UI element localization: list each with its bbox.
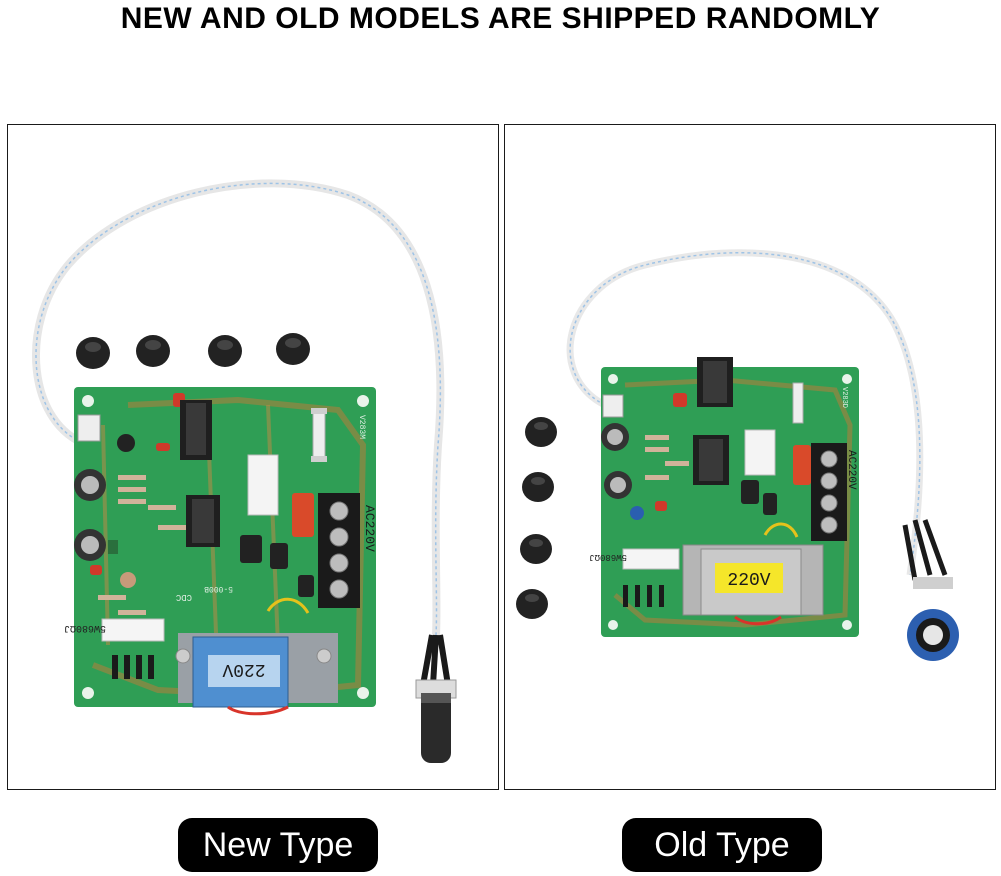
board-code-b-new: CDC [175, 592, 192, 602]
board-code-new: 5-000B [204, 584, 233, 593]
resistor-label-new: 5W680ΩJ [64, 622, 106, 633]
old-type-board-illustration: AC220V V283D 5W680ΩJ 220V [516, 249, 959, 661]
cable-old [566, 249, 924, 576]
resistor-label-old: 5W680ΩJ [589, 552, 627, 562]
old-type-caption: Old Type [622, 818, 822, 872]
potentiometer-old [902, 519, 959, 661]
panel-new-type: AC220V V283M CDC 5-000B 5W680ΩJ 220V [7, 124, 499, 790]
transformer-label-old: 220V [727, 571, 770, 591]
rubber-feet-new [76, 333, 310, 369]
panel-old-type: AC220V V283D 5W680ΩJ 220V [504, 124, 996, 790]
rubber-feet-old [516, 417, 557, 619]
terminal-label-old: AC220V [845, 450, 857, 490]
new-type-caption: New Type [178, 818, 378, 872]
pcb-new: AC220V V283M CDC 5-000B 5W680ΩJ 220V [64, 387, 377, 716]
board-code-c-new: V283M [357, 415, 366, 439]
pcb-old: AC220V V283D 5W680ΩJ 220V [589, 357, 859, 637]
board-code-old: V283D [840, 387, 848, 408]
transformer-label-new: 220V [222, 659, 265, 679]
headline: NEW AND OLD MODELS ARE SHIPPED RANDOMLY [120, 2, 881, 35]
new-type-board-illustration: AC220V V283M CDC 5-000B 5W680ΩJ 220V [31, 179, 457, 763]
potentiometer-new [415, 634, 457, 763]
terminal-label-new: AC220V [362, 505, 377, 552]
